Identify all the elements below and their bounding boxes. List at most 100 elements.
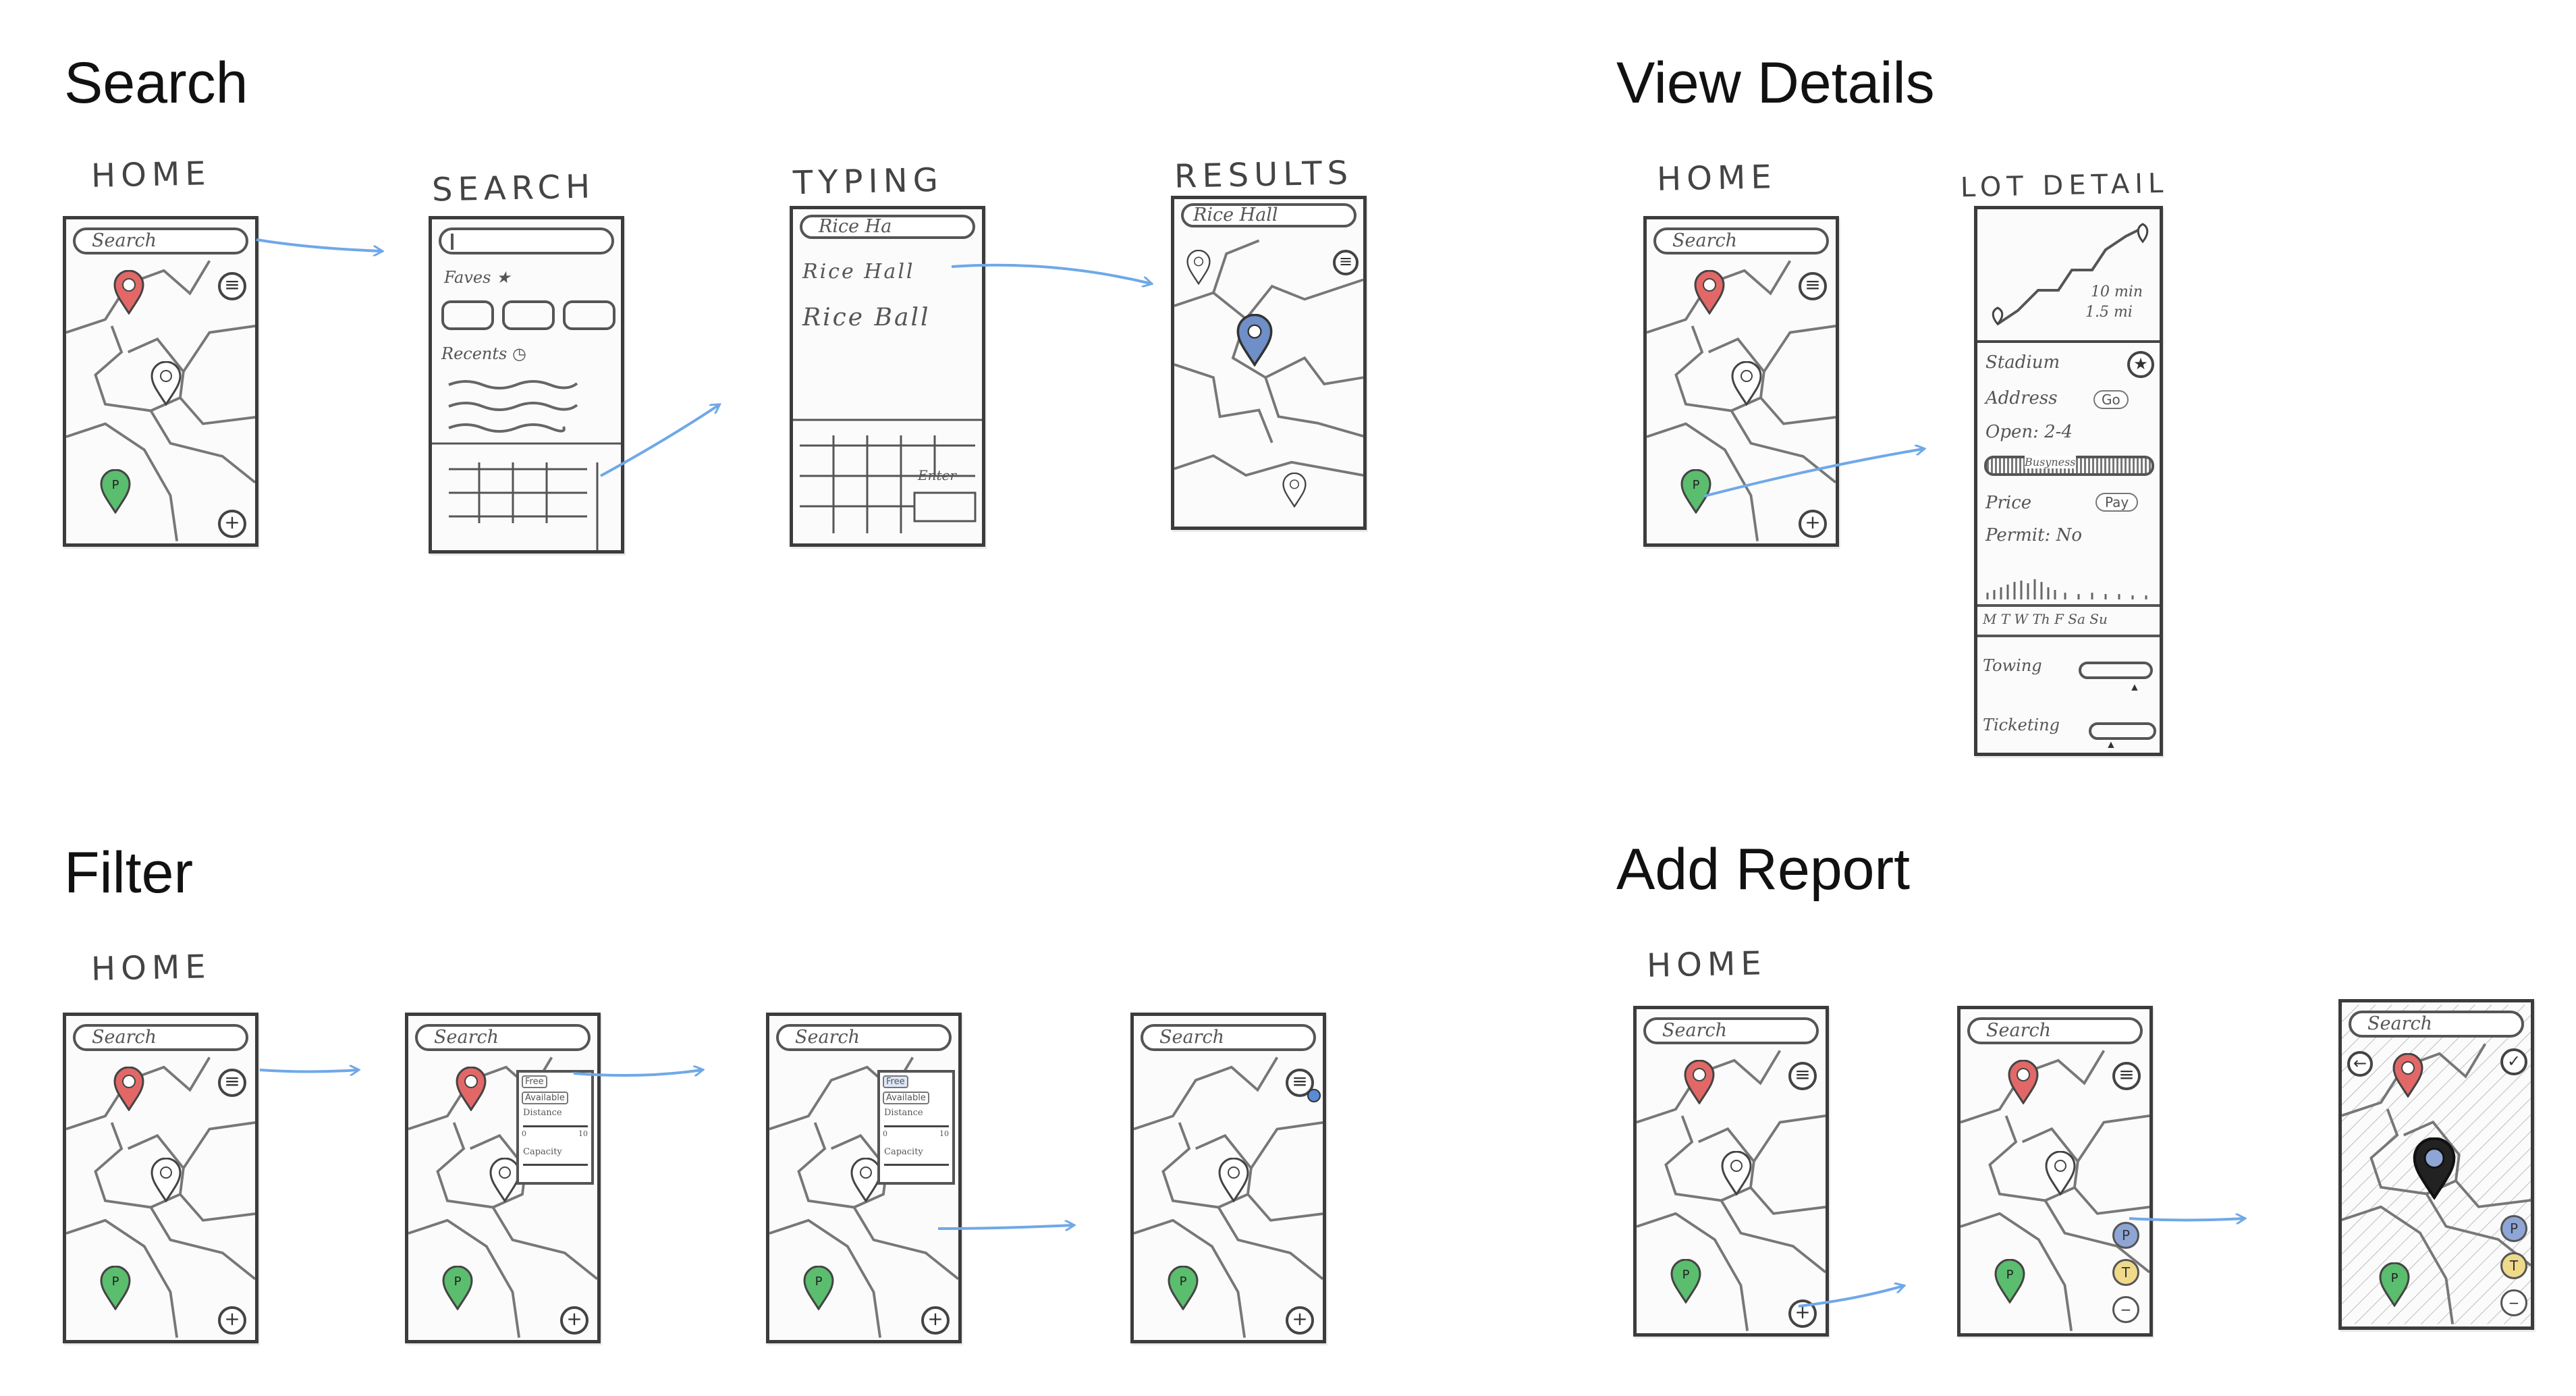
pay-button[interactable]: Pay <box>2095 493 2139 512</box>
filter-option-available[interactable]: Available <box>522 1092 568 1104</box>
filter-adjusted-screen: Search P Free Available Distance 0 10 Ca… <box>766 1013 962 1343</box>
distance-slider[interactable] <box>523 1125 588 1127</box>
towing-dropdown[interactable] <box>2079 662 2153 679</box>
filter-option-free-selected[interactable]: Free <box>883 1075 908 1088</box>
go-button[interactable]: Go <box>2093 390 2129 409</box>
filter-open-screen: Search P Free Available Distance 0 10 Ca… <box>405 1013 601 1343</box>
favorite-star-icon[interactable]: ★ <box>2127 351 2154 378</box>
filter-option-free[interactable]: Free <box>522 1075 547 1088</box>
search-input[interactable]: Rice Hall <box>1181 203 1356 227</box>
add-button[interactable]: + <box>1799 510 1827 538</box>
map-pin-red[interactable] <box>2392 1053 2423 1098</box>
report-ticket-button[interactable]: T <box>2500 1252 2527 1279</box>
enter-key-label[interactable]: Enter <box>918 467 956 483</box>
menu-button[interactable]: ≡ <box>2112 1062 2141 1090</box>
ticketing-dropdown[interactable] <box>2089 722 2156 740</box>
close-report-button[interactable]: − <box>2112 1296 2139 1323</box>
add-button[interactable]: + <box>1788 1299 1817 1328</box>
map-pin-outline[interactable] <box>150 1158 182 1202</box>
search-bar[interactable]: Search <box>2349 1011 2524 1038</box>
search-bar[interactable]: Search <box>1141 1024 1316 1051</box>
filter-menu-button-active[interactable]: ≡ <box>1286 1069 1314 1097</box>
home-screen: Search P ≡ + <box>63 216 258 547</box>
map-pin-red[interactable] <box>1684 1060 1715 1104</box>
map-pin-red[interactable] <box>113 1067 144 1111</box>
menu-button[interactable]: ≡ <box>1799 272 1827 300</box>
map-pin-outline[interactable] <box>2045 1151 2076 1196</box>
map-pin-blue-selected[interactable] <box>1236 314 1273 367</box>
map-pin-green[interactable]: P <box>1670 1259 1701 1304</box>
arrow-home-to-search <box>256 238 381 251</box>
map-pin-outline[interactable] <box>1731 361 1762 406</box>
report-ticket-button[interactable]: T <box>2112 1259 2139 1286</box>
map-pin-green[interactable]: P <box>100 469 131 514</box>
capacity-slider[interactable] <box>523 1164 588 1166</box>
back-button[interactable]: ← <box>2347 1051 2373 1077</box>
menu-button[interactable]: ≡ <box>218 272 246 300</box>
add-button[interactable]: + <box>1286 1306 1314 1335</box>
report-parking-button[interactable]: P <box>2500 1215 2527 1242</box>
map-pin-green[interactable]: P <box>1994 1259 2025 1304</box>
permit-label: Permit: No <box>1985 525 2082 545</box>
search-bar[interactable]: Search <box>73 227 248 254</box>
map-pin-red[interactable] <box>2008 1060 2039 1104</box>
confirm-button[interactable]: ✓ <box>2500 1048 2527 1075</box>
map-pin-outline[interactable] <box>1218 1158 1249 1202</box>
distance-slider[interactable] <box>884 1125 949 1127</box>
search-bar[interactable]: Search <box>415 1024 591 1051</box>
price-label: Price <box>1985 493 2032 513</box>
keyboard[interactable] <box>432 442 621 550</box>
report-parking-button[interactable]: P <box>2112 1222 2139 1249</box>
pin-label: P <box>2006 1268 2014 1282</box>
map-pin-green[interactable]: P <box>2379 1262 2410 1307</box>
section-title-add-report: Add Report <box>1616 837 1911 902</box>
pin-label: P <box>815 1274 823 1289</box>
add-button[interactable]: + <box>921 1306 950 1335</box>
menu-button[interactable]: ≡ <box>1333 250 1359 275</box>
divider <box>1977 635 2160 637</box>
map-pin-outline[interactable] <box>1186 250 1211 285</box>
map-pin-outline[interactable] <box>150 361 182 406</box>
map-pin-outline[interactable] <box>1282 473 1307 508</box>
pin-label: P <box>112 478 119 492</box>
menu-button[interactable]: ≡ <box>1788 1062 1817 1090</box>
map-pin-red[interactable] <box>456 1067 487 1111</box>
search-bar[interactable]: Search <box>1643 1017 1819 1044</box>
pin-label: P <box>1682 1268 1690 1282</box>
search-bar[interactable]: Search <box>776 1024 952 1051</box>
suggestion-item[interactable]: Rice Hall <box>802 260 915 284</box>
filter-menu-button[interactable]: ≡ <box>218 1069 246 1097</box>
map-pin-green[interactable]: P <box>803 1266 834 1310</box>
screen-label-home: HOME <box>1646 944 1767 985</box>
screen-label-search: SEARCH <box>431 167 596 209</box>
fave-slot[interactable] <box>441 300 494 330</box>
keyboard[interactable] <box>793 419 982 547</box>
map-pin-outline[interactable] <box>489 1158 520 1202</box>
search-bar[interactable]: Search <box>1967 1017 2143 1044</box>
weekday-selector[interactable]: M T W Th F Sa Su <box>1983 611 2108 627</box>
fave-slot[interactable] <box>563 300 615 330</box>
map-pin-red[interactable] <box>113 270 144 315</box>
add-button[interactable]: + <box>560 1306 588 1335</box>
add-button[interactable]: + <box>218 510 246 538</box>
screen-label-results: RESULTS <box>1174 154 1354 196</box>
search-bar-focused[interactable] <box>439 227 614 254</box>
new-report-pin[interactable] <box>2413 1137 2456 1200</box>
filter-option-available[interactable]: Available <box>883 1092 929 1104</box>
map-pin-green[interactable]: P <box>100 1266 131 1310</box>
fave-slot[interactable] <box>502 300 555 330</box>
capacity-slider[interactable] <box>884 1164 949 1166</box>
map-pin-green[interactable]: P <box>442 1266 473 1310</box>
close-report-button[interactable]: − <box>2500 1289 2527 1316</box>
map-pin-outline[interactable] <box>1721 1151 1752 1196</box>
suggestion-item[interactable]: Rice Ball <box>802 304 931 331</box>
map-pin-green[interactable]: P <box>1680 469 1711 514</box>
pin-label: P <box>1180 1274 1187 1289</box>
map-roads <box>1637 1050 1826 1331</box>
search-bar[interactable]: Search <box>73 1024 248 1051</box>
search-bar[interactable]: Search <box>1653 227 1829 254</box>
add-button[interactable]: + <box>218 1306 246 1335</box>
map-pin-red[interactable] <box>1694 270 1725 315</box>
search-input[interactable]: Rice Ha <box>800 215 975 239</box>
map-pin-green[interactable]: P <box>1168 1266 1199 1310</box>
